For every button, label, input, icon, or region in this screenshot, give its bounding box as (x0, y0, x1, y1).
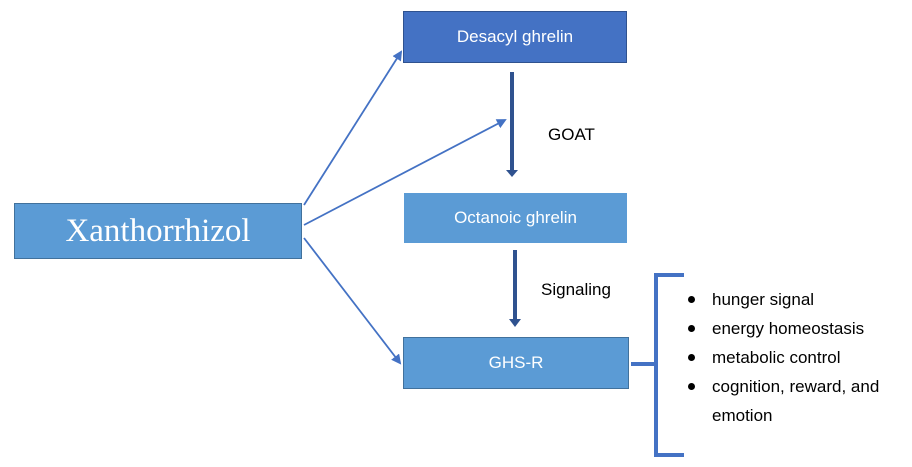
outcome-bracket (631, 273, 684, 457)
arrow-xanth-to-ghsr (303, 237, 402, 365)
outcome-item: cognition, reward, and emotion (688, 372, 890, 430)
desacyl-ghrelin-node: Desacyl ghrelin (403, 11, 627, 63)
arrowhead-desacyl-to-octanoic (506, 170, 518, 177)
octanoic-ghrelin-node: Octanoic ghrelin (404, 193, 627, 243)
outcome-item: hunger signal (688, 285, 890, 314)
goat-label: GOAT (548, 125, 595, 144)
signaling-label: Signaling (541, 280, 611, 299)
arrowhead-octanoic-to-ghsr (509, 319, 521, 327)
outcome-item: energy homeostasis (688, 314, 890, 343)
arrow-xanth-to-goat (303, 119, 507, 226)
arrow-xanth-to-desacyl (303, 50, 403, 206)
outcome-list: hunger signal energy homeostasis metabol… (688, 285, 890, 430)
xanthorrhizol-node: Xanthorrhizol (14, 203, 302, 259)
ghs-r-node: GHS-R (403, 337, 629, 389)
outcome-item: metabolic control (688, 343, 890, 372)
